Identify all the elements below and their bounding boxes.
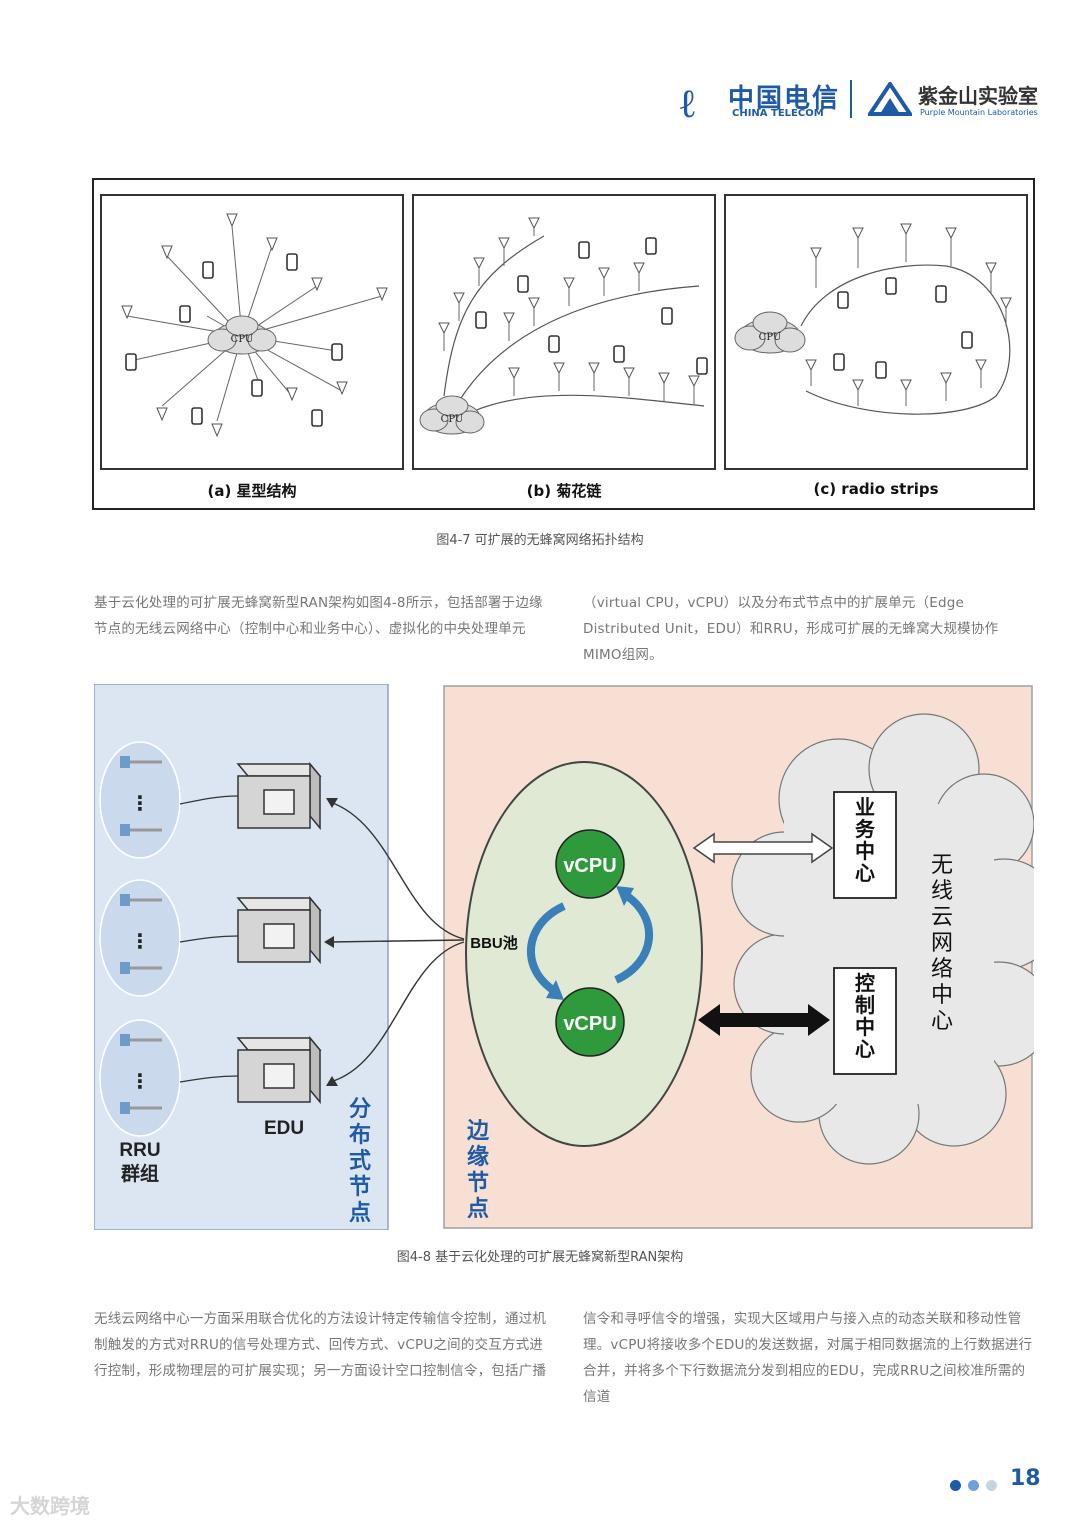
cycle-arrow-right — [614, 890, 653, 984]
china-telecom-logo-icon: ℓ — [680, 80, 695, 127]
china-telecom-en: CHINA TELECOM — [732, 108, 824, 119]
panel-star: CPU — [100, 194, 404, 470]
arrow-to-control-center — [698, 1004, 830, 1036]
radio-strips-diagram: CPU — [734, 223, 1012, 415]
paragraph-1-right: （virtual CPU，vCPU）以及分布式节点中的扩展单元（Edge Dis… — [583, 595, 999, 663]
rru-label-line1: RRU — [119, 1140, 160, 1161]
cpu-label-c: CPU — [759, 332, 782, 343]
cycle-arrow-left — [527, 902, 566, 996]
svg-text:⋮: ⋮ — [130, 791, 150, 815]
purple-mountain-cn: 紫金山实验室 — [918, 84, 1038, 108]
paragraph-2-left: 无线云网络中心一方面采用联合优化的方法设计特定传输信令控制，通过机制触发的方式对… — [94, 1311, 547, 1379]
panel-daisy: CPU — [412, 194, 716, 470]
rru-group-1: ⋮ — [99, 741, 181, 859]
cpu-label-a: CPU — [231, 334, 254, 345]
logo-separator — [850, 80, 852, 118]
edu-box-2 — [236, 895, 322, 965]
rru-group-2: ⋮ — [99, 879, 181, 997]
panel-label-star: (a) 星型结构 — [207, 482, 297, 500]
header-logos: ℓ 中国电信 CHINA TELECOM 紫金山实验室 Purple Mount… — [680, 74, 1040, 127]
edu-box-3 — [236, 1035, 322, 1105]
bbu-pool-ellipse — [465, 761, 703, 1147]
vcpu-bottom-label: vCPU — [563, 1013, 616, 1035]
paragraph-2-right: 信令和寻呼信令的增强，实现大区域用户与接入点的动态关联和移动性管理。vCPU将接… — [583, 1311, 1033, 1405]
vcpu-bottom-circle — [555, 987, 625, 1057]
distributed-node-label: 分布式节点 — [349, 1097, 371, 1226]
bbu-label: BBU池 — [470, 934, 518, 952]
figure-4-7: CPU (a) 星型结构 — [92, 178, 1035, 510]
svg-text:⋮: ⋮ — [130, 1069, 150, 1093]
panel-label-radio-strips: (c) radio strips — [813, 480, 939, 498]
panel-label-daisy: (b) 菊花链 — [526, 482, 602, 500]
paragraph-1-left: 基于云化处理的可扩展无蜂窝新型RAN架构如图4-8所示，包括部署于边缘节点的无线… — [94, 595, 543, 637]
arrow-to-service-center — [692, 832, 834, 864]
service-center-box — [833, 791, 897, 899]
edu-box-1 — [236, 761, 322, 831]
cloud-center-label: 无线云网络中心 — [931, 853, 953, 1034]
vcpu-top-circle — [555, 829, 625, 899]
cpu-label-b: CPU — [441, 414, 464, 425]
purple-mountain-logo-icon — [868, 82, 912, 116]
rru-group-3: ⋮ — [99, 1019, 181, 1137]
daisy-chain-diagram: CPU — [419, 217, 708, 435]
star-topology-diagram: CPU — [121, 213, 388, 438]
purple-mountain-en: Purple Mountain Laboratories — [920, 108, 1038, 117]
svg-text:⋮: ⋮ — [130, 929, 150, 953]
watermark: 大数跨境 — [10, 1494, 90, 1518]
service-center-label: 业务中心 — [855, 795, 876, 885]
figure-4-7-caption: 图4-7 可扩展的无蜂窝网络拓扑结构 — [436, 533, 644, 548]
page-indicator-dots — [950, 1476, 1004, 1495]
figure-4-8: vCPU vCPU BBU池 ⋮ ⋮ ⋮ — [94, 684, 1034, 1230]
vcpu-top-label: vCPU — [563, 855, 616, 877]
control-center-label: 控制中心 — [855, 971, 875, 1061]
figure-4-8-caption: 图4-8 基于云化处理的可扩展无蜂窝新型RAN架构 — [396, 1250, 684, 1265]
china-telecom-cn: 中国电信 — [728, 84, 841, 114]
rru-label-line2: 群组 — [120, 1162, 159, 1185]
edu-label: EDU — [264, 1118, 304, 1139]
control-center-box — [833, 967, 897, 1075]
panel-radio-strips: CPU — [724, 194, 1028, 470]
page-number: 18 — [1010, 1466, 1041, 1491]
edge-node-label: 边缘节点 — [466, 1119, 490, 1222]
